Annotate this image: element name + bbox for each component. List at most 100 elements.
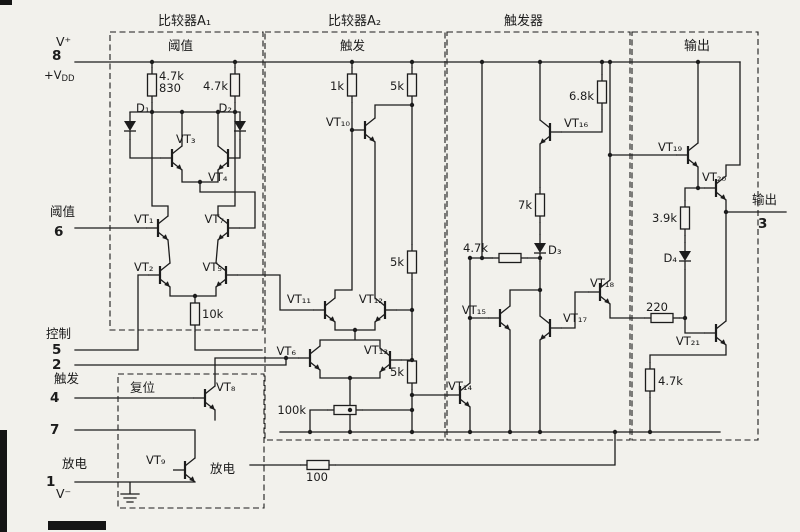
section-title-flipflop: 触发器 [504, 13, 543, 29]
pin-4-number: 4 [50, 390, 59, 406]
resistor-ff-4k7-value: 4.7k [463, 241, 488, 255]
vt6-transistor-symbol [296, 344, 322, 372]
vt16-label: VT₁₆ [564, 116, 589, 130]
resistor-1k-value: 1k [330, 79, 344, 93]
resistor-ff-4k7-symbol [491, 252, 529, 264]
vt1-label: VT₁ [134, 212, 154, 226]
resistor-6k8-value: 6.8k [569, 89, 594, 103]
comparator-a2-box [264, 31, 446, 441]
resistor-3k9-value: 3.9k [652, 211, 677, 225]
junction-dots [149, 59, 729, 435]
scan-artifact [0, 430, 7, 532]
resistor-6k8-symbol [596, 73, 608, 111]
vt20-label: VT₂₀ [702, 170, 727, 184]
reset-box-label: 复位 [130, 380, 155, 395]
pin-control-label: 控制 [46, 326, 71, 341]
d4-label: D₄ [664, 251, 678, 265]
resistor-5k-top-symbol [406, 66, 418, 104]
labels: 比较器A₁ 比较器A₂ 触发器 输出 阈值 触发 复位 放电 V⁺ 8 +VDD… [44, 13, 777, 501]
vt16-transistor-symbol [538, 118, 564, 146]
a1-inner-threshold-label: 阈值 [168, 38, 193, 53]
resistor-10k-value: 10k [202, 307, 224, 321]
vt10-label: VT₁₀ [326, 115, 351, 129]
vt11-transistor-symbol [311, 296, 337, 324]
resistor-5k-mid-symbol [406, 243, 418, 281]
pin-5-number: 5 [52, 342, 61, 358]
comparator-a1-wires [129, 102, 314, 351]
block-outlines [109, 31, 759, 509]
vt6-label: VT₆ [276, 344, 296, 358]
vt2-label: VT₂ [134, 260, 154, 274]
vt8-label: VT₈ [216, 380, 236, 394]
component-symbols [123, 66, 728, 484]
diode-d1-symbol [123, 111, 137, 141]
bottom-rail-and-reset-wires [214, 357, 721, 466]
scan-artifact [0, 0, 12, 5]
resistor-5k-low-value: 5k [390, 365, 404, 379]
vt18-label: VT₁₈ [590, 276, 615, 290]
resistor-7k-value: 7k [518, 198, 532, 212]
resistor-1k-symbol [346, 66, 358, 104]
discharge-box-label: 放电 [210, 461, 236, 476]
vt4-label: VT₄ [208, 170, 228, 184]
diode-d4-symbol [678, 241, 692, 271]
vt17-transistor-symbol [538, 314, 564, 342]
scan-artifact [48, 521, 106, 530]
section-title-comparator-a2: 比较器A₂ [328, 14, 381, 29]
vt14-label: VT₁₄ [448, 379, 473, 393]
pin-6-number: 6 [54, 224, 63, 240]
resistor-100k-value: 100k [277, 403, 306, 417]
resistor-out-4k7-symbol [644, 361, 656, 399]
output-box [631, 31, 759, 441]
pin-discharge-label: 放电 [62, 456, 88, 471]
vt10-transistor-symbol [351, 116, 377, 144]
vt9-transistor-symbol [171, 456, 197, 484]
comparator-a1-box [109, 31, 264, 331]
pin-vminus-label: V⁻ [56, 486, 71, 501]
vt9-label: VT₉ [146, 453, 166, 467]
d3-label: D₃ [548, 243, 562, 257]
d1-label: D₁ [136, 101, 149, 115]
resistor-7k-symbol [534, 186, 546, 224]
resistor-a1-left-bottom-value: 830 [159, 81, 181, 95]
resistor-a1-right-value: 4.7k [203, 79, 228, 93]
vt21-transistor-symbol [702, 319, 728, 347]
vt19-label: VT₁₉ [658, 140, 683, 154]
diode-d2-symbol [233, 111, 247, 141]
resistor-5k-mid-value: 5k [390, 255, 404, 269]
vt17-label: VT₁₇ [563, 311, 588, 325]
power-rail-and-pin-wires [74, 61, 741, 503]
pin-1-number: 1 [46, 474, 55, 490]
resistor-100k-symbol [326, 404, 364, 416]
vt11-label: VT₁₁ [287, 292, 311, 306]
wire-segments [74, 61, 787, 503]
resistor-a1-left-top-value: 4.7k [159, 69, 184, 83]
vt7-label: VT₇ [204, 212, 224, 226]
vt3-label: VT₃ [176, 132, 196, 146]
resistor-100-value: 100 [306, 470, 328, 484]
vt15-label: VT₁₅ [462, 303, 487, 317]
vt4-transistor-symbol [216, 144, 242, 172]
pin-vdd-label: +VDD [44, 68, 75, 84]
pin-3-number: 3 [758, 216, 767, 232]
pin-8-number: 8 [52, 48, 61, 64]
section-title-output: 输出 [684, 38, 710, 54]
pin-threshold-label: 阈值 [50, 204, 75, 219]
vt15-transistor-symbol [486, 304, 512, 332]
resistor-out-4k7-value: 4.7k [658, 374, 683, 388]
section-title-comparator-a1: 比较器A₁ [158, 14, 211, 29]
resistor-220-value: 220 [646, 300, 668, 314]
vt13-label: VT₁₃ [364, 343, 389, 357]
vt8-transistor-symbol [191, 384, 217, 412]
resistor-220-symbol [643, 312, 681, 324]
resistor-a1-left-symbol [146, 66, 158, 104]
resistor-3k9-symbol [679, 199, 691, 237]
pin-2-number: 2 [52, 357, 61, 373]
vt12-label: VT₁₂ [359, 292, 383, 306]
flipflop-box [446, 31, 631, 441]
reset-discharge-box [117, 373, 265, 509]
resistor-5k-top-value: 5k [390, 79, 404, 93]
pin-vplus-label: V⁺ [56, 34, 71, 49]
